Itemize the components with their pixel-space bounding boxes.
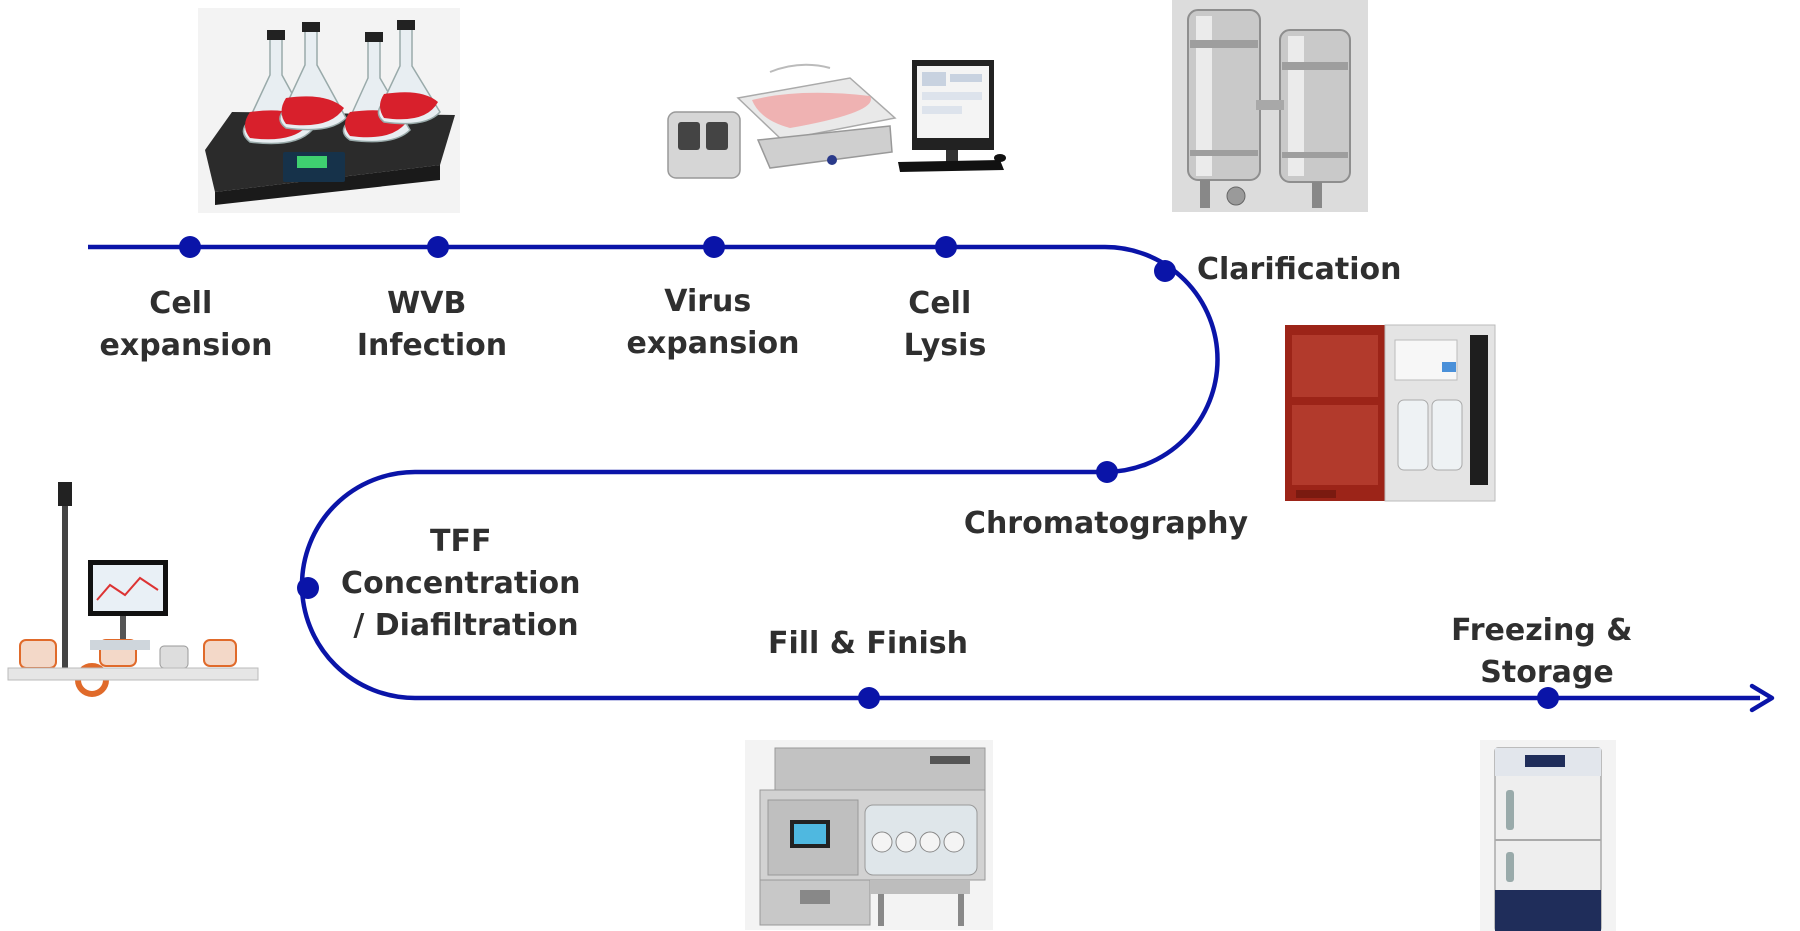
ultra-freezer-icon xyxy=(1480,740,1616,931)
step-marker-cell-expansion xyxy=(179,236,201,258)
step-marker-tff xyxy=(297,577,319,599)
step-label-cell-lysis: Cell Lysis xyxy=(904,286,987,363)
isolator-icon xyxy=(745,740,993,930)
step-marker-fill-finish xyxy=(858,687,880,709)
flask-4 xyxy=(377,20,441,125)
step-marker-freezing-storage xyxy=(1537,687,1559,709)
filter-housing-icon xyxy=(1172,0,1368,212)
step-label-tff: TFF Concentration / Diafiltration xyxy=(341,524,591,643)
arrow-head xyxy=(1749,683,1775,713)
flask-2 xyxy=(279,22,347,131)
flow-line xyxy=(88,244,1760,701)
step-marker-clarification xyxy=(1154,260,1176,282)
step-label-wvb-infection: WVB Infection xyxy=(357,286,507,363)
step-label-fill-finish: Fill & Finish xyxy=(768,626,968,661)
tff-system-icon xyxy=(7,482,259,697)
step-label-clarification: Clarification xyxy=(1197,252,1401,287)
step-marker-virus-expansion xyxy=(703,236,725,258)
shaker-flasks-icon xyxy=(198,8,460,213)
wave-bioreactor-icon xyxy=(667,60,1006,179)
step-marker-wvb-infection xyxy=(427,236,449,258)
step-label-chromatography: Chromatography xyxy=(964,506,1249,541)
step-label-freezing-storage: Freezing & Storage xyxy=(1451,613,1643,690)
step-label-cell-expansion: Cell expansion xyxy=(100,286,273,363)
step-marker-chromatography xyxy=(1096,461,1118,483)
step-label-virus-expansion: Virus expansion xyxy=(627,284,800,361)
chromatography-system-icon xyxy=(1285,324,1496,502)
step-marker-cell-lysis xyxy=(935,236,957,258)
